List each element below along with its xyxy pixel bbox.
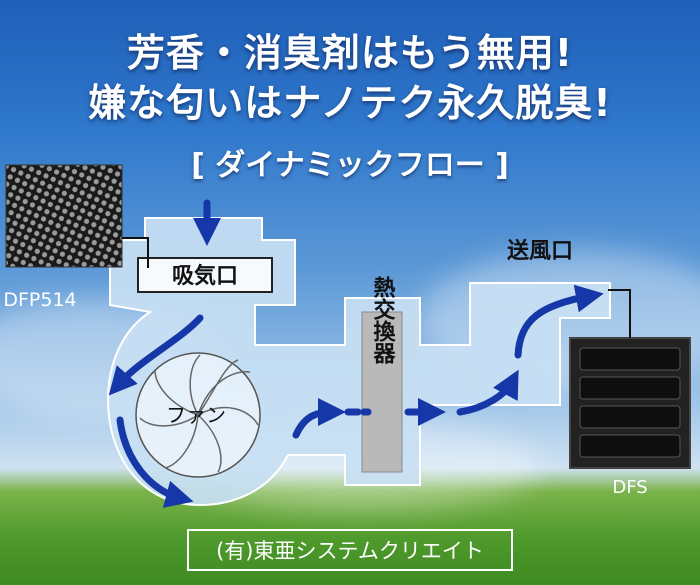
subtitle: [ ダイナミックフロー ]	[191, 148, 509, 183]
label-intake: 吸気口	[172, 263, 238, 289]
intake-box	[137, 257, 273, 293]
label-heat-exchanger: 熱交換器	[370, 275, 397, 365]
connector-line	[122, 237, 149, 268]
headline-line-2: 嫌な匂いはナノテク永久脱臭!	[88, 81, 612, 125]
connector-line	[608, 289, 631, 338]
filter-dfs-image	[569, 337, 691, 469]
fan	[135, 352, 261, 478]
company-name: (有)東亜システムクリエイト	[216, 539, 484, 563]
filter-dfp514-image	[5, 164, 123, 268]
headline-line-1: 芳香・消臭剤はもう無用!	[126, 31, 574, 75]
label-fan: ファン	[166, 403, 226, 427]
company-frame	[187, 529, 513, 571]
label-filter-dfs: DFS	[612, 477, 647, 498]
label-outlet: 送風口	[507, 238, 573, 264]
label-filter-dfp514: DFP514	[3, 289, 76, 311]
airflow-arrows	[108, 199, 604, 508]
heat-exchanger	[361, 311, 403, 473]
